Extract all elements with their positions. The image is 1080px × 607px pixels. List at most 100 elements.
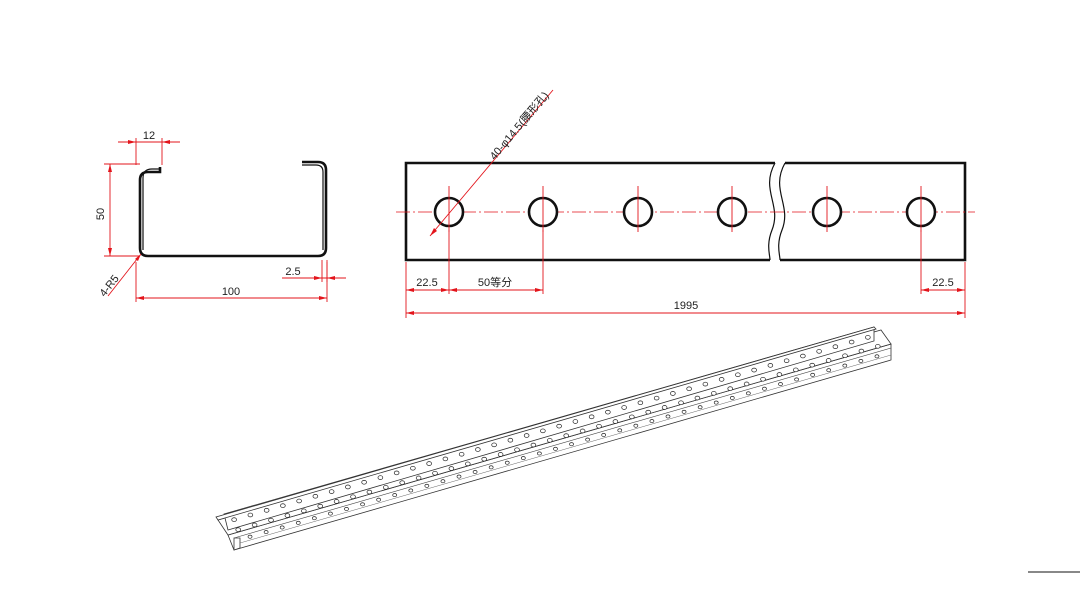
iso-hole	[376, 497, 381, 502]
iso-hole	[481, 456, 487, 462]
iso-edge	[233, 347, 892, 539]
arrow	[921, 288, 929, 292]
iso-hole	[361, 479, 367, 485]
iso-hole	[280, 503, 286, 508]
iso-hole	[547, 438, 553, 443]
iso-hole	[783, 358, 790, 363]
iso-hole	[472, 469, 478, 474]
iso-hole	[235, 527, 241, 532]
arrow	[406, 311, 414, 315]
iso-hole	[633, 423, 639, 428]
iso-hole	[377, 475, 384, 480]
iso-hole	[553, 446, 558, 451]
iso-hole	[612, 419, 619, 424]
hole-leader	[429, 89, 554, 237]
iso-hole	[426, 461, 432, 466]
iso-hole	[458, 451, 465, 457]
iso-hole	[360, 502, 365, 507]
iso-end	[233, 537, 241, 551]
iso-hole	[491, 442, 497, 448]
iso-hole	[579, 428, 586, 434]
iso-hole	[665, 414, 671, 419]
iso-hole	[713, 400, 719, 405]
iso-hole	[530, 442, 537, 448]
iso-hole	[645, 409, 651, 415]
iso-hole	[816, 349, 822, 354]
iso-hole	[311, 516, 317, 521]
arrow	[128, 140, 136, 144]
section-view: 12 50 4-R5 2.5 100	[95, 130, 346, 302]
iso-hole	[826, 368, 832, 373]
iso-hole	[842, 363, 848, 368]
iso-hole	[251, 522, 258, 528]
iso-hole	[301, 508, 307, 514]
iso-hole	[743, 381, 750, 387]
dim-lip-width: 12	[143, 130, 155, 142]
iso-hole	[751, 367, 757, 373]
iso-hole	[848, 339, 855, 345]
iso-hole	[605, 409, 611, 415]
iso-hole	[295, 520, 301, 525]
channel-profile-inner-right	[302, 164, 324, 250]
iso-hole	[312, 494, 319, 499]
iso-hole	[809, 362, 815, 368]
iso-hole	[760, 376, 766, 382]
iso-hole	[540, 428, 546, 434]
iso-hole	[488, 465, 494, 470]
dim-edge-left: 22.5	[416, 277, 437, 289]
iso-hole	[231, 517, 237, 522]
iso-hole	[456, 474, 462, 479]
dim-edge-right: 22.5	[932, 277, 953, 289]
iso-hole	[794, 377, 799, 382]
iso-hole	[366, 489, 373, 495]
iso-hole	[588, 414, 595, 420]
iso-hole	[718, 377, 725, 382]
iso-hole	[842, 353, 848, 359]
iso-hole	[670, 391, 676, 396]
iso-hole	[279, 525, 285, 530]
iso-hole	[702, 381, 709, 387]
iso-hole	[697, 405, 703, 410]
iso-hole	[247, 512, 254, 518]
iso-hole	[383, 485, 389, 490]
iso-hole	[778, 382, 783, 387]
iso-hole	[585, 437, 590, 442]
dim-pitch: 50等分	[478, 275, 512, 289]
iso-hole	[465, 461, 471, 467]
arrow	[314, 276, 322, 280]
side-view: 40-φ14.5(腰形孔) 22.5 50等分 22.5 1995	[396, 89, 975, 318]
iso-hole	[727, 386, 733, 391]
iso-hole	[563, 433, 569, 438]
arrow	[108, 248, 112, 256]
iso-hole	[825, 358, 832, 363]
iso-hole	[537, 451, 542, 456]
iso-hole	[296, 498, 302, 504]
iso-hole	[392, 493, 398, 498]
iso-hole	[661, 405, 668, 410]
arrow	[957, 288, 965, 292]
iso-hole	[776, 372, 783, 377]
iso-hole	[729, 395, 735, 400]
strip-outline-left	[404, 161, 775, 262]
iso-hole	[832, 344, 839, 349]
iso-hole	[263, 508, 270, 513]
iso-hole	[415, 475, 422, 481]
arrow	[319, 296, 327, 300]
arrow	[430, 228, 437, 236]
arrow	[135, 254, 141, 261]
iso-hole	[686, 386, 692, 392]
arrow	[327, 276, 335, 280]
arrow	[957, 311, 965, 315]
iso-hole	[328, 511, 333, 516]
iso-hole-group	[231, 335, 881, 539]
iso-hole	[572, 419, 579, 424]
iso-hole	[735, 372, 741, 378]
iso-hole	[767, 363, 774, 368]
iso-hole	[746, 391, 751, 396]
iso-hole	[442, 456, 449, 462]
iso-hole	[629, 414, 635, 420]
iso-hole	[284, 513, 291, 518]
dim-thickness: 2.5	[285, 266, 300, 278]
iso-hole	[263, 530, 269, 535]
